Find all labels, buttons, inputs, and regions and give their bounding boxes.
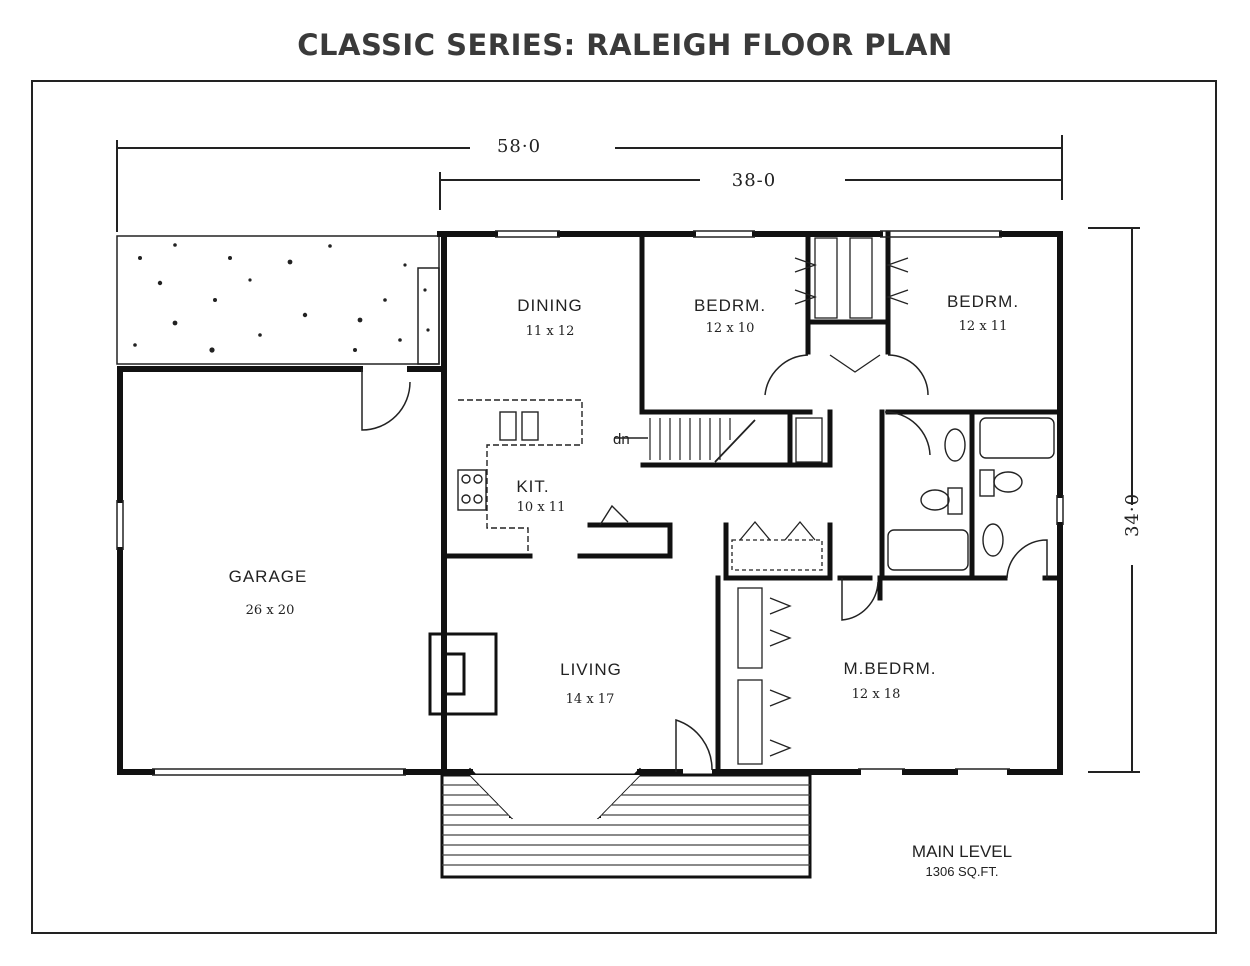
level-name: MAIN LEVEL: [912, 842, 1012, 861]
dimension-lines: [116, 135, 1140, 773]
room-size-master-bedroom: 12 x 18: [852, 687, 901, 702]
room-size-garage: 26 x 20: [246, 603, 295, 618]
dim-depth: 34·0: [1122, 493, 1143, 537]
room-size-bedroom-1: 12 x 10: [706, 321, 755, 336]
room-size-kitchen: 10 x 11: [517, 500, 566, 515]
exterior-walls: [117, 231, 1063, 820]
level-area: 1306 SQ.FT.: [926, 864, 999, 879]
room-label-dining: DINING: [517, 296, 583, 315]
closets: [731, 237, 909, 765]
room-label-garage: GARAGE: [229, 567, 308, 586]
room-label-master-bedroom: M.BEDRM.: [844, 659, 937, 678]
interior-walls: [441, 231, 1063, 775]
patio-slab: [116, 235, 440, 365]
room-label-living: LIVING: [560, 660, 622, 679]
kitchen-counters: [457, 399, 629, 552]
windows: [116, 230, 1064, 776]
room-size-living: 14 x 17: [566, 692, 615, 707]
room-size-dining: 11 x 12: [526, 324, 575, 339]
bath-fixtures: [887, 417, 1055, 571]
door-swings: [361, 354, 1048, 772]
dim-house-width: 38-0: [732, 170, 776, 191]
room-label-kitchen: KIT.: [516, 477, 549, 496]
plan-frame: [31, 80, 1217, 934]
stair-down-label: dn: [613, 431, 630, 448]
labels: 58·0 38-0 34·0 DINING 11 x 12 BEDRM. 12 …: [229, 136, 1143, 879]
stairs: [614, 418, 756, 463]
room-label-bedroom-1: BEDRM.: [694, 296, 766, 315]
page-title: CLASSIC SERIES: RALEIGH FLOOR PLAN: [297, 28, 953, 62]
deck: [440, 773, 812, 879]
dim-overall-width: 58·0: [497, 136, 541, 157]
room-size-bedroom-2: 12 x 11: [959, 319, 1008, 334]
fireplace: [428, 632, 498, 716]
room-label-bedroom-2: BEDRM.: [947, 292, 1019, 311]
